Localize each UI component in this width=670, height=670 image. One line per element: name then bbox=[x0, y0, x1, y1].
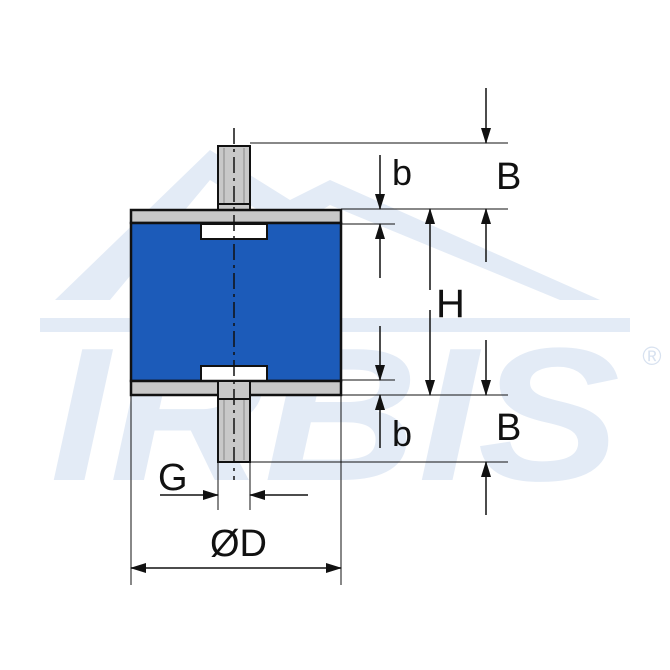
watermark-roof-shape bbox=[55, 150, 600, 300]
mount-body bbox=[129, 128, 343, 480]
label-b-top: b bbox=[392, 152, 412, 193]
label-D: ØD bbox=[210, 523, 267, 565]
rubber-block bbox=[129, 221, 343, 383]
top-plate bbox=[129, 208, 343, 225]
label-b-bottom: b bbox=[392, 413, 412, 454]
label-B-bottom: B bbox=[496, 407, 521, 449]
dimension-lines bbox=[130, 88, 491, 573]
dimension-labels: b B H b B G ØD bbox=[158, 152, 521, 565]
label-H: H bbox=[436, 282, 465, 326]
watermark-registered: ® bbox=[642, 341, 661, 371]
label-B-top: B bbox=[496, 156, 521, 198]
extension-lines bbox=[130, 142, 508, 585]
label-G: G bbox=[158, 457, 188, 499]
